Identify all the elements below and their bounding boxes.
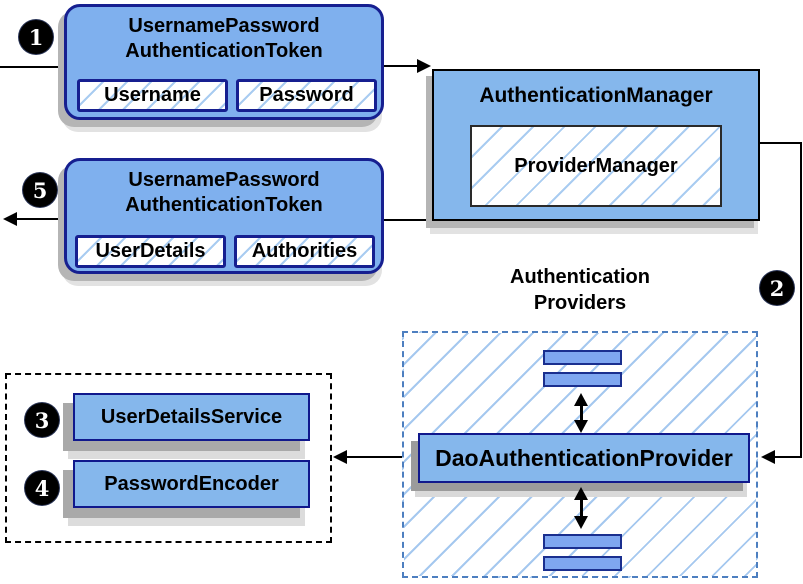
password-encoder-box: PasswordEncoder [73,460,310,508]
authentication-manager-title: AuthenticationManager [479,84,713,107]
authorities-field-label: Authorities [251,240,358,262]
user-details-field-box: UserDetails [75,235,226,268]
collaborators-group [5,373,332,543]
outgoing-response-line [16,218,64,220]
providers-heading-line1: Authentication [510,266,650,288]
provider-placeholder-bar [543,534,622,549]
provider-placeholder-bar [543,556,622,571]
step-badge-5: 5 [23,173,57,207]
incoming-request-line [0,66,64,68]
provider-placeholder-bar [543,372,622,387]
step-3-number: 3 [34,407,50,433]
manager-down-line [800,142,802,458]
response-token-box: UsernamePassword AuthenticationToken Use… [64,158,384,274]
authorities-field-box: Authorities [234,235,375,268]
provider-manager-box: ProviderManager [470,125,722,207]
step-2-number: 2 [769,275,785,301]
step-badge-1: 1 [19,20,53,54]
request-token-title: UsernamePassword AuthenticationToken [67,7,381,64]
step-4-number: 4 [34,475,50,501]
response-token-title: UsernamePassword AuthenticationToken [67,161,381,218]
response-token-title-line2: AuthenticationToken [125,194,323,216]
double-arrow-line [580,497,583,519]
response-token-title-line1: UsernamePassword [128,169,320,191]
password-encoder-label: PasswordEncoder [104,472,279,495]
providers-heading: Authentication Providers [455,264,705,316]
step-5-number: 5 [32,177,48,203]
token-to-manager-line [384,65,419,67]
dao-authentication-provider-box: DaoAuthenticationProvider [418,433,750,483]
user-details-service-box: UserDetailsService [73,393,310,441]
dao-to-collaborators-line [347,456,418,458]
into-dao-line [775,456,802,458]
arrowhead-left-icon [3,212,17,226]
request-token-title-line1: UsernamePassword [128,15,320,37]
request-token-title-line2: AuthenticationToken [125,40,323,62]
arrowhead-up-icon [574,393,588,406]
step-1-number: 1 [28,24,44,50]
provider-placeholder-bar [543,350,622,365]
arrowhead-right-icon [417,59,431,73]
arrowhead-down-icon [574,420,588,433]
arrowhead-left-icon [761,450,775,464]
arrowhead-up-icon [574,487,588,500]
step-badge-3: 3 [25,403,59,437]
manager-out-line [759,142,802,144]
user-details-field-label: UserDetails [95,240,206,262]
request-token-box: UsernamePassword AuthenticationToken Use… [64,4,384,120]
password-field-box: Password [236,79,377,112]
double-arrow-line [580,403,583,423]
step-badge-4: 4 [25,471,59,505]
authentication-manager-box: AuthenticationManager ProviderManager [432,69,760,221]
providers-heading-line2: Providers [533,292,627,314]
dao-authentication-provider-label: DaoAuthenticationProvider [435,444,733,471]
username-field-label: Username [104,84,201,106]
manager-to-token-line [384,219,433,221]
user-details-service-label: UserDetailsService [100,405,283,428]
provider-manager-label: ProviderManager [514,154,678,177]
password-field-label: Password [259,84,354,106]
username-field-box: Username [77,79,228,112]
step-badge-2: 2 [760,271,794,305]
arrowhead-left-icon [333,450,347,464]
arrowhead-down-icon [574,516,588,529]
